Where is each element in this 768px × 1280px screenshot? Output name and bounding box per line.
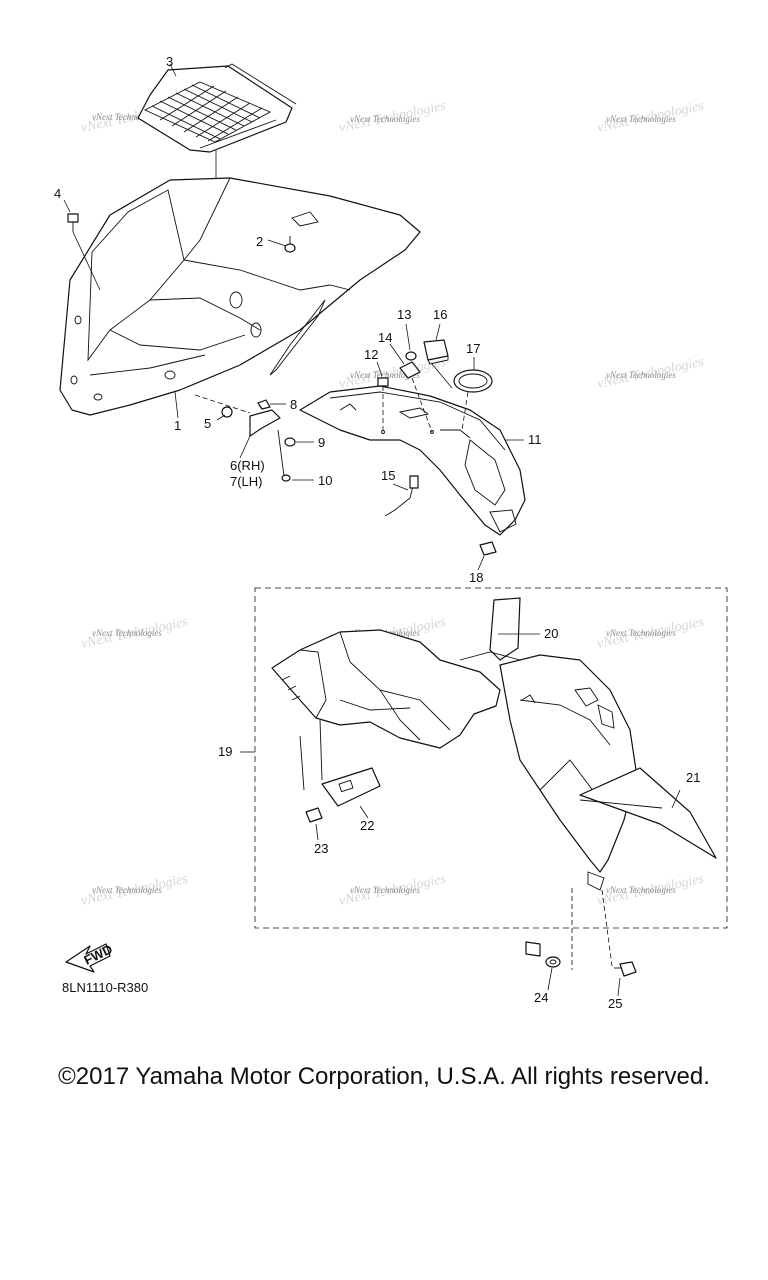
watermark: vNext Technologies <box>606 628 676 638</box>
part-16-switch <box>423 323 453 389</box>
watermark: vNext Technologies <box>350 370 420 380</box>
watermark: vNext Technologies <box>92 885 162 895</box>
part-17-ring <box>453 357 493 431</box>
part-24-nut <box>525 888 573 991</box>
assembly-19-box <box>254 587 728 929</box>
callout-18: 18 <box>469 570 483 585</box>
watermark: vNext Technologies <box>350 885 420 895</box>
fwd-label: FWD <box>82 941 115 967</box>
watermark: vNext Technologies <box>606 885 676 895</box>
part-18-clip <box>477 541 497 571</box>
parts-diagram: vNext Technologies vNext Technologies vN… <box>54 54 728 1011</box>
callout-11: 11 <box>528 432 542 447</box>
part-22-plate <box>321 767 381 819</box>
callout-10: 10 <box>318 473 332 488</box>
fwd-arrow-icon: FWD <box>65 941 115 973</box>
copyright-notice: ©2017 Yamaha Motor Corporation, U.S.A. A… <box>58 1063 710 1090</box>
callout-14: 14 <box>378 330 392 345</box>
part-3-grille <box>137 63 297 153</box>
callout-7-lh: 7(LH) <box>230 474 263 489</box>
callout-21: 21 <box>686 770 700 785</box>
callout-19: 19 <box>218 744 232 759</box>
part-2-screw <box>267 236 296 253</box>
callout-17: 17 <box>466 341 480 356</box>
watermark: vNext Technologies <box>92 112 162 122</box>
watermark: vNext Technologies <box>606 114 676 124</box>
callout-13: 13 <box>397 307 411 322</box>
callout-23: 23 <box>314 841 328 856</box>
watermark: vNext Technologies <box>350 114 420 124</box>
callout-4: 4 <box>54 186 61 201</box>
callout-5: 5 <box>204 416 211 431</box>
callout-1: 1 <box>174 418 181 433</box>
part-25-screw <box>601 889 637 997</box>
part-1-cowl <box>59 177 421 416</box>
part-11-inner-panel <box>299 385 526 536</box>
diagram-code: 8LN1110-R380 <box>62 980 148 995</box>
part-21-decal <box>579 767 717 859</box>
part-15-wire <box>384 475 419 517</box>
callout-6-rh: 6(RH) <box>230 458 265 473</box>
leader-line <box>579 799 663 809</box>
callout-20: 20 <box>544 626 558 641</box>
callout-2: 2 <box>256 234 263 249</box>
callout-15: 15 <box>381 468 395 483</box>
callout-8: 8 <box>290 397 297 412</box>
leader-line <box>174 391 179 419</box>
leader-line <box>169 63 177 77</box>
part-bracket-set <box>194 394 314 482</box>
callout-22: 22 <box>360 818 374 833</box>
callout-24: 24 <box>534 990 548 1005</box>
watermark: vNext Technologies <box>92 628 162 638</box>
part-clips <box>376 323 433 433</box>
part-23-pad <box>305 807 323 841</box>
part-20-inner-cover <box>271 597 637 891</box>
callout-labels: 3 4 2 1 5 6(RH) 7(LH) 8 9 10 11 12 13 14… <box>54 54 700 1011</box>
watermark: vNext Technologies <box>606 370 676 380</box>
callout-9: 9 <box>318 435 325 450</box>
callout-25: 25 <box>608 996 622 1011</box>
callout-16: 16 <box>433 307 447 322</box>
callout-3: 3 <box>166 54 173 69</box>
leader-line <box>72 231 101 291</box>
callout-12: 12 <box>364 347 378 362</box>
part-4-bolt <box>63 199 79 232</box>
